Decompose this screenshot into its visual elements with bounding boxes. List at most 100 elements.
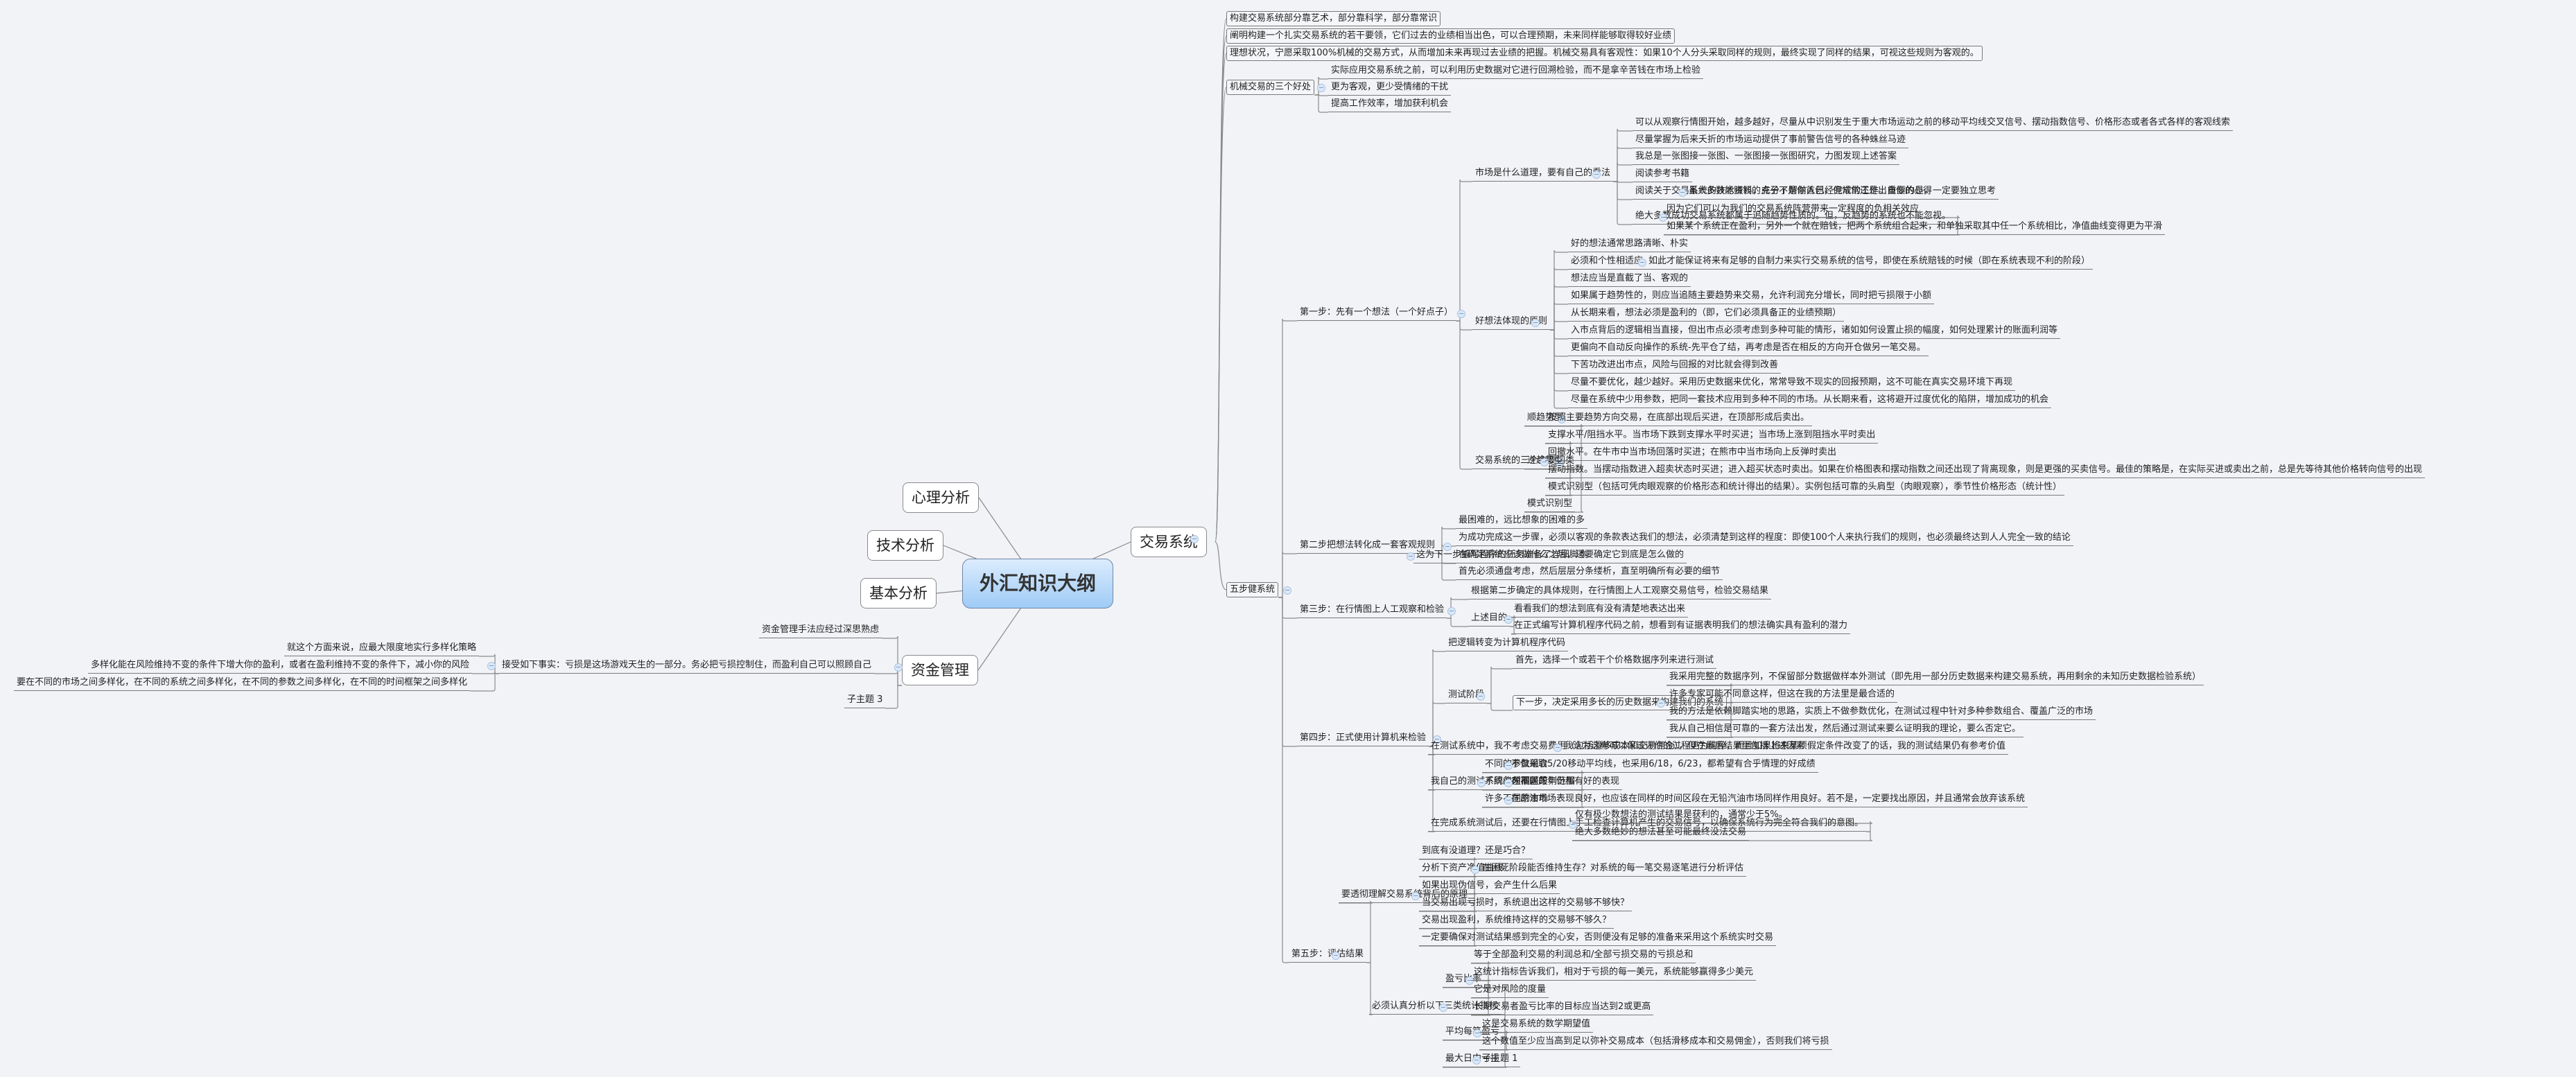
step1-topic[interactable]: 第一步：先有一个想法（一个好点子） [1297, 306, 1456, 321]
collapse-toggle-icon[interactable] [1473, 1029, 1481, 1037]
step3-item-2[interactable]: 上述目的 [1468, 611, 1511, 627]
collapse-toggle-icon[interactable] [1531, 319, 1540, 327]
ratio-3[interactable]: 它是对风险的度量 [1471, 983, 1549, 998]
principle-2[interactable]: 必须和个性相适应 [1568, 254, 1646, 270]
money-child-2[interactable]: 接受如下事实：亏损是这场游戏天生的一部分。务必把亏损控制住，而盈利自己可以照顾自… [499, 658, 875, 674]
system-note-2[interactable]: 阐明构建一个扎实交易系统的若干要领，它们过去的业绩相当出色，可以合理预期，未来同… [1226, 28, 1676, 44]
collapse-toggle-icon[interactable] [1504, 779, 1513, 787]
ratio-1[interactable]: 等于全部盈利交易的利润总和/全部亏损交易的亏损总和 [1471, 948, 1696, 963]
purpose-2[interactable]: 在正式编写计算机程序代码之前，想看到有证据表明我们的想法确实具有盈利的潜力 [1511, 619, 1851, 634]
five-steps-topic[interactable]: 五步健系统 [1226, 582, 1279, 597]
step2-topic[interactable]: 第二步把想法转化成一套客观规则 [1297, 538, 1438, 554]
avg-topic[interactable]: 平均每笔盈亏 [1443, 1025, 1503, 1040]
understand-4[interactable]: 当交易出现亏损时，系统退出这样的交易够不够快？ [1419, 896, 1633, 911]
principle-4[interactable]: 如果属于趋势性的，则应当追随主要趋势来交易，允许利润充分增长，同时把亏损限于小额 [1568, 289, 1935, 304]
step3-item-1[interactable]: 根据第二步确定的具体规则，在行情图上人工观察交易信号，检验交易结果 [1468, 584, 1772, 599]
collapse-toggle-icon[interactable] [1678, 189, 1687, 197]
step2-item-3-child[interactable]: 这为下一步编写程序的任务准备了详细脚本 [1413, 548, 1591, 563]
stats-topic[interactable]: 必须认真分析以下三类统计指标 [1369, 999, 1502, 1015]
ratio-2[interactable]: 这统计指标告诉我们，相对于亏损的每一美元，系统能够赢得多少美元 [1471, 965, 1757, 981]
collapse-toggle-icon[interactable] [1558, 415, 1566, 423]
principles-topic[interactable]: 好想法体现的原则 [1472, 315, 1551, 330]
benefit-3[interactable]: 提高工作效率，增加获利机会 [1328, 97, 1452, 112]
topic-fundamental-analysis[interactable]: 基本分析 [860, 578, 937, 608]
collapse-toggle-icon[interactable] [1504, 615, 1513, 624]
understand-2-child[interactable]: 在困死阶段能否维持生存？对系统的每一笔交易逐笔进行分析评估 [1479, 861, 1747, 877]
after-test-1[interactable]: 仅有极少数想法的测试结果是获利的，通常少于5%。 [1572, 808, 1791, 823]
history-1[interactable]: 我采用完整的数据序列，不保留部分数据做样本外测试（即先用一部分历史数据来构建交易… [1666, 670, 2204, 685]
principle-8[interactable]: 下苦功改进出市点，风险与回报的对比就会得到改善 [1568, 358, 1782, 374]
collapse-toggle-icon[interactable] [1554, 744, 1562, 752]
collapse-toggle-icon[interactable] [1283, 586, 1291, 595]
collapse-toggle-icon[interactable] [1465, 977, 1474, 985]
counter-trend-reason-1[interactable]: 因为它们可以为我们的交易系统阵营带来一定程度的负相关效应 [1664, 202, 1922, 218]
collapse-toggle-icon[interactable] [1332, 952, 1340, 960]
principle-5[interactable]: 从长期来看，想法必须是盈利的（即，它们必须具备正的业绩预期） [1568, 306, 1845, 322]
purpose-1[interactable]: 看看我们的想法到底有没有清楚地表达出来 [1511, 602, 1689, 618]
ratio-4[interactable]: 长期交易者盈亏比率的目标应当达到2或更高 [1471, 1000, 1654, 1015]
step5-topic[interactable]: 第五步：评估结果 [1289, 947, 1367, 963]
principle-1[interactable]: 好的想法通常思路清晰、朴实 [1568, 237, 1691, 252]
market-view-topic[interactable]: 市场是什么道理，要有自己的看法 [1472, 166, 1614, 182]
system-note-3[interactable]: 理想状况，宁愿采取100%机械的交易方式，从而增加未来再现过去业绩的把握。机械交… [1226, 46, 1983, 61]
cover-markets-child[interactable]: 在原油市场表现良好，也应该在同样的时间区段在无铅汽油市场同样作用良好。若不是，一… [1508, 792, 2028, 807]
collapse-toggle-icon[interactable] [1471, 866, 1479, 874]
money-child-3[interactable]: 子主题 3 [844, 693, 886, 708]
collapse-toggle-icon[interactable] [1439, 1004, 1447, 1012]
counter-trend-3[interactable]: 摆动指数。当摆动指数进入超卖状态时买进；进入超买状态时卖出。如果在价格图表和摆动… [1545, 463, 2426, 478]
principle-7[interactable]: 更偏向不自动反向操作的系统-先平仓了结，再考虑是否在相反的方向开仓做另一笔交易。 [1568, 341, 1929, 356]
history-2[interactable]: 许多专家可能不同意这样，但这在我的方法里是最合适的 [1666, 688, 1898, 703]
collapse-toggle-icon[interactable] [1472, 1056, 1481, 1065]
benefits-topic[interactable]: 机械交易的三个好处 [1226, 80, 1315, 95]
principle-understand-topic[interactable]: 要透彻理解交易系统背后的原理 [1339, 888, 1471, 903]
understand-2[interactable]: 分析下资产净值曲线。 [1419, 861, 1515, 877]
principle-9[interactable]: 尽量不要优化，越少越好。采用历史数据来优化，常常导致不现实的回报预期，这不可能在… [1568, 376, 2016, 391]
market-item-3[interactable]: 我总是一张图接一张图、一张图接一张图研究，力图发现上述答案 [1633, 150, 1900, 165]
counter-trend-4[interactable]: 模式识别型（包括可凭肉眼观察的价格形态和统计得出的结果）。实例包括可靠的头肩型（… [1545, 480, 2065, 496]
collapse-toggle-icon[interactable] [1504, 796, 1513, 805]
collapse-toggle-icon[interactable] [1638, 259, 1646, 267]
principle-10[interactable]: 尽量在系统中少用参数，把同一套技术应用到多种不同的市场。从长期来看，这将避开过度… [1568, 393, 2052, 408]
step2-item-4[interactable]: 首先必须通盘考虑，然后层层分条缕析，直至明确所有必要的细节 [1456, 565, 1723, 580]
collapse-toggle-icon[interactable] [1477, 779, 1486, 787]
collapse-toggle-icon[interactable] [1504, 762, 1513, 770]
test-cost-child[interactable]: 我认为这样可以保证评估的过程更为纯粹，而且如果将来某项假定条件改变了的话，我的测… [1561, 739, 2009, 755]
test-phase-2[interactable]: 下一步，决定采用多长的历史数据来构建我们的系统 [1513, 695, 1728, 710]
market-item-1[interactable]: 可以从观察行情图开始，越多越好，尽量从中识别发生于重大市场运动之前的移动平均线交… [1633, 116, 2234, 131]
principle-6[interactable]: 入市点背后的逻辑相当直接，但出市点必须考虑到多种可能的情形，诸如如何设置止损的幅… [1568, 324, 2061, 339]
market-think-child[interactable]: 虽大多数能赚钱的点子不是你首创，但常常还是出自你的心得 [1686, 184, 1935, 200]
benefit-1[interactable]: 实际应用交易系统之前，可以利用历史数据对它进行回溯检验，而不是拿辛苦钱在市场上检… [1328, 64, 1704, 79]
collapse-toggle-icon[interactable] [1443, 543, 1452, 551]
collapse-toggle-icon[interactable] [1657, 699, 1665, 708]
collapse-toggle-icon[interactable] [1457, 310, 1465, 318]
diversify-2[interactable]: 多样化能在风险维持不变的条件下增大你的盈利，或者在盈利维持不变的条件下，减小你的… [88, 658, 473, 674]
counter-trend-reason-2[interactable]: 如果某个系统正在盈利，另外一个就在赔钱，把两个系统组合起来，和单独采取其中任一个… [1664, 220, 2166, 235]
system-note-1[interactable]: 构建交易系统部分靠艺术，部分靠科学，部分靠常识 [1226, 11, 1441, 26]
collapse-toggle-icon[interactable] [1477, 692, 1485, 701]
step2-item-1[interactable]: 最困难的，远比想象的困难的多 [1456, 514, 1588, 529]
topic-technical-analysis[interactable]: 技术分析 [867, 530, 943, 561]
history-4[interactable]: 我从自己相信是可靠的一套方法出发，然后通过测试来要么证明我的理论，要么否定它。 [1666, 722, 2024, 737]
understand-5[interactable]: 交易出现盈利，系统维持这样的交易够不够久？ [1419, 913, 1615, 929]
cover-periods-child[interactable]: 在不同的年份都有好的表现 [1508, 775, 1623, 790]
test-phase-1[interactable]: 首先，选择一个或若干个价格数据序列来进行测试 [1513, 654, 1717, 669]
understand-1[interactable]: 到底有没道理？还是巧合？ [1419, 844, 1533, 859]
cover-params-child[interactable]: 不仅采取5/20移动平均线，也采用6/18，6/23，都希望有合乎情理的好成绩 [1508, 758, 1818, 773]
collapse-toggle-icon[interactable] [1317, 84, 1325, 92]
collapse-toggle-icon[interactable] [1659, 213, 1667, 222]
avg-1[interactable]: 这是交易系统的数学期望值 [1479, 1017, 1594, 1033]
understand-3[interactable]: 如果出现伪信号，会产生什么后果 [1419, 879, 1560, 894]
step4-topic[interactable]: 第四步：正式使用计算机来检验 [1297, 731, 1429, 746]
avg-2[interactable]: 这个数值至少应当高到足以弥补交易成本（包括滑移成本和交易佣金），否则我们将亏损 [1479, 1035, 1832, 1050]
diversify-3[interactable]: 要在不同的市场之间多样化，在不同的系统之间多样化，在不同的参数之间多样化，在不同… [14, 676, 471, 691]
counter-trend-2[interactable]: 回撤水平。在牛市中当市场回落时买进；在熊市中当市场向上反弹时卖出 [1545, 446, 1840, 461]
root-topic[interactable]: 外汇知识大纲 [962, 559, 1114, 608]
step4-code[interactable]: 把逻辑转变为计算机程序代码 [1445, 636, 1569, 651]
pattern-recognition-type[interactable]: 模式识别型 [1524, 497, 1576, 512]
collapse-toggle-icon[interactable] [894, 663, 903, 672]
test-phase[interactable]: 测试阶段 [1445, 688, 1488, 703]
diversify-1[interactable]: 就这个方面来说，应最大限度地实行多样化策略 [284, 641, 480, 656]
collapse-toggle-icon[interactable] [1592, 170, 1601, 179]
market-item-6[interactable]: 绝大多数成功交易系统都属于追随趋势性质的。但，反趋势的系统也不能忽视。 [1633, 209, 1954, 225]
step3-topic[interactable]: 第三步：在行情图上人工观察和检验 [1297, 603, 1447, 618]
